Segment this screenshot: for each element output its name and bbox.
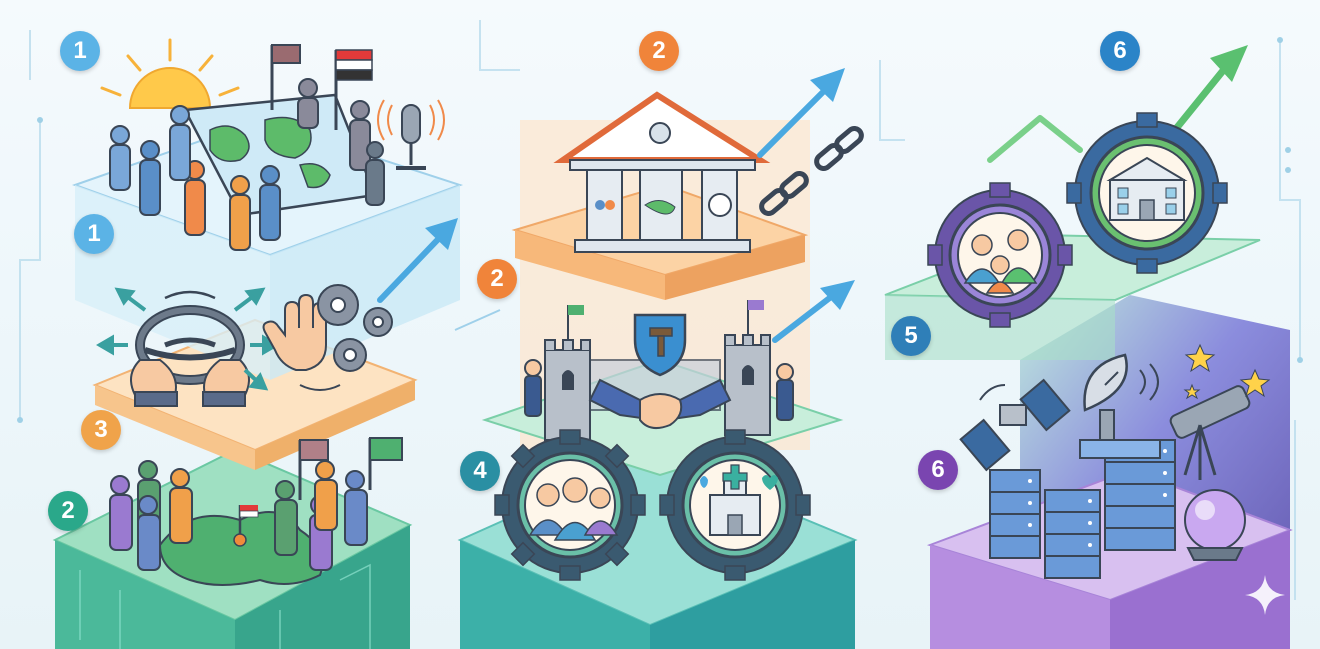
step-badge: 2 [477, 259, 517, 299]
step-badge: 5 [891, 316, 931, 356]
handshake-icon [588, 378, 732, 430]
flag-icon [270, 44, 373, 130]
family-gear-icon [927, 182, 1073, 328]
growth-arrow-icon [454, 68, 855, 343]
growth-arrow-icon [377, 218, 458, 303]
telescope-icon [1169, 385, 1251, 480]
step-badge: 6 [1100, 31, 1140, 71]
crowd-icon [109, 78, 385, 251]
government-gear-icon [1066, 112, 1228, 274]
step-badge: 1 [60, 31, 100, 71]
step-badge: 3 [81, 410, 121, 450]
shield-hammer-icon [633, 313, 687, 377]
step-badge: 6 [918, 450, 958, 490]
satellite-icon [959, 378, 1071, 472]
guard-icon [524, 359, 794, 421]
bank-building-icon [553, 91, 771, 253]
step-badge: 1 [74, 214, 114, 254]
growth-arrow-icon [987, 45, 1248, 163]
step-badge: 4 [460, 451, 500, 491]
gears-icon [317, 284, 393, 372]
hospital-gear-icon [659, 429, 811, 581]
middle-stack [454, 68, 864, 649]
broken-chain-icon [759, 126, 864, 216]
server-rack-icon [989, 439, 1176, 579]
flag-icon [298, 437, 403, 500]
left-stack [52, 38, 464, 649]
crowd-icon [109, 460, 368, 571]
step-badge: 2 [48, 491, 88, 531]
step-badge: 2 [639, 31, 679, 71]
right-stack [884, 45, 1293, 649]
steering-wheel-icon [96, 287, 280, 407]
sparkle-icon [1245, 575, 1285, 615]
star-icon [1183, 343, 1271, 400]
microphone-icon [377, 99, 445, 170]
crystal-ball-icon [1184, 489, 1246, 561]
sun-icon [100, 38, 240, 109]
satellite-dish-icon [1083, 353, 1159, 441]
family-gear-icon [494, 429, 646, 581]
